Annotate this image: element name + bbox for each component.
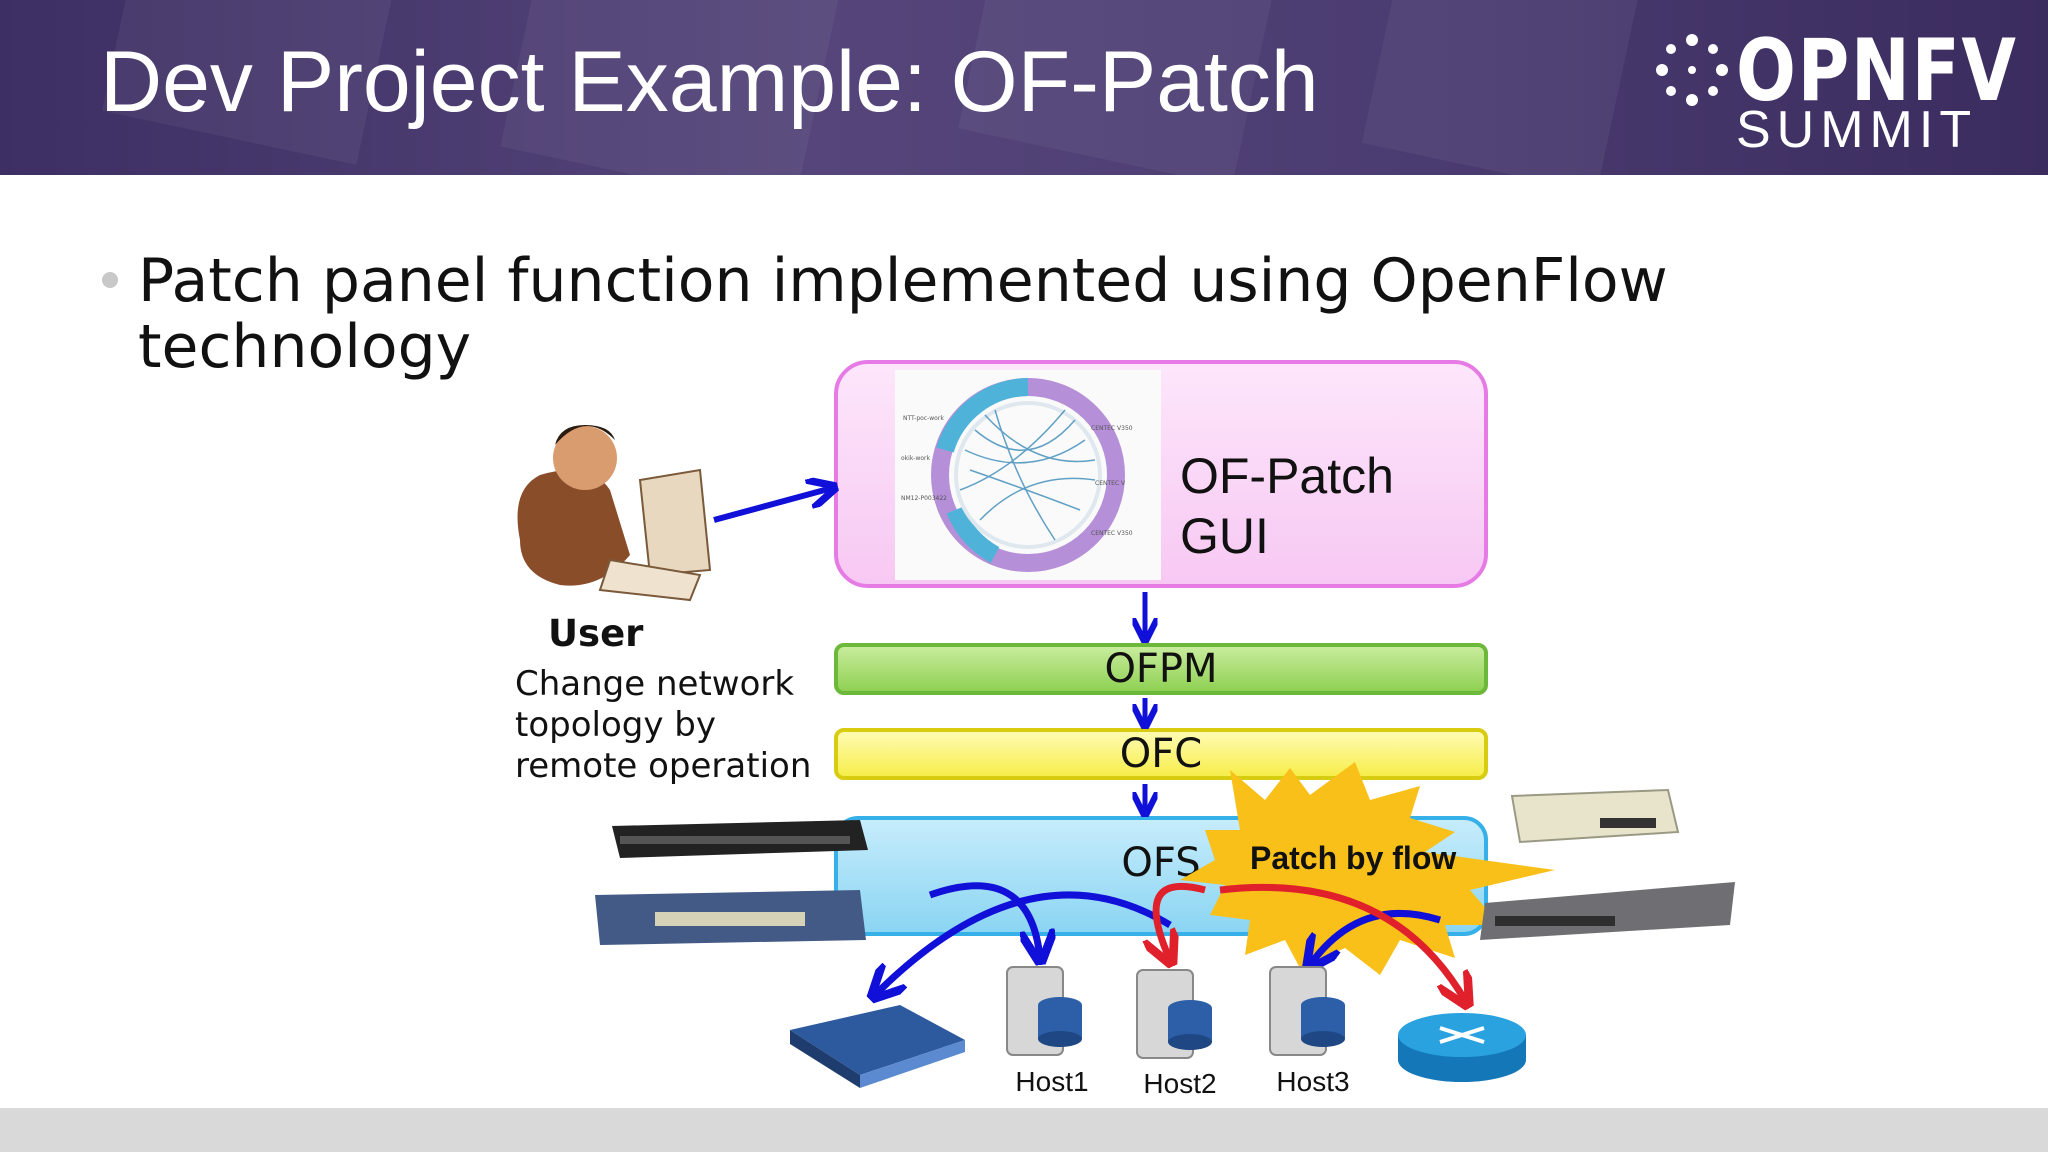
user-desc-line1: Change network [515,664,795,704]
of-patch-gui-label: OF-Patch GUI [1180,446,1394,566]
slide-title: Dev Project Example: OF-Patch [100,34,1319,130]
switch-icon [1480,882,1735,940]
hub-icon [790,1005,965,1088]
server-icon [1136,969,1212,1059]
logo-opnfv-text: OPNFV [1736,21,2018,121]
host3-label: Host3 [1276,1066,1350,1097]
patch-by-flow-burst [1180,762,1555,975]
user-at-computer-icon [517,425,712,602]
svg-text:NTT-poc-work: NTT-poc-work [903,415,944,422]
gui-label-line2: GUI [1180,508,1269,564]
svg-text:CENTEC V350: CENTEC V350 [1091,425,1133,432]
bullet-text: Patch panel function implemented using O… [138,246,1668,382]
host1-label: Host1 [1015,1066,1089,1097]
switch-icon [1510,788,1680,844]
router-icon [1398,1013,1526,1082]
logo-summit-text: SUMMIT [1736,101,1978,159]
bullet-marker [102,272,118,288]
host2-label: Host2 [1143,1068,1217,1099]
slide-footer-bar [0,1108,2048,1152]
opnfv-logo-icon [1656,34,1728,106]
ofpm-box: OFPM [834,643,1488,695]
server-icon [1006,966,1082,1056]
svg-text:NM12-P003422: NM12-P003422 [901,495,947,502]
svg-text:CENTEC V350: CENTEC V350 [1091,530,1133,537]
user-label: User [548,612,644,655]
patch-by-flow-label: Patch by flow [1250,840,1457,876]
svg-text:okik-work: okik-work [901,455,930,462]
gui-label-line1: OF-Patch [1180,448,1394,504]
slide-header: Dev Project Example: OF-Patch OPNFV SUMM… [0,0,2048,175]
user-desc-line3: remote operation [515,746,812,786]
user-desc-line2: topology by [515,705,716,745]
switch-icon [595,890,866,945]
server-icon [1269,966,1345,1056]
switch-icon [612,820,868,858]
ofc-box: OFC [834,728,1488,780]
svg-text:CENTEC V: CENTEC V [1095,480,1126,487]
opnfv-logo: OPNFV SUMMIT [1650,26,2016,159]
user-description: Change network topology by remote operat… [515,664,835,787]
